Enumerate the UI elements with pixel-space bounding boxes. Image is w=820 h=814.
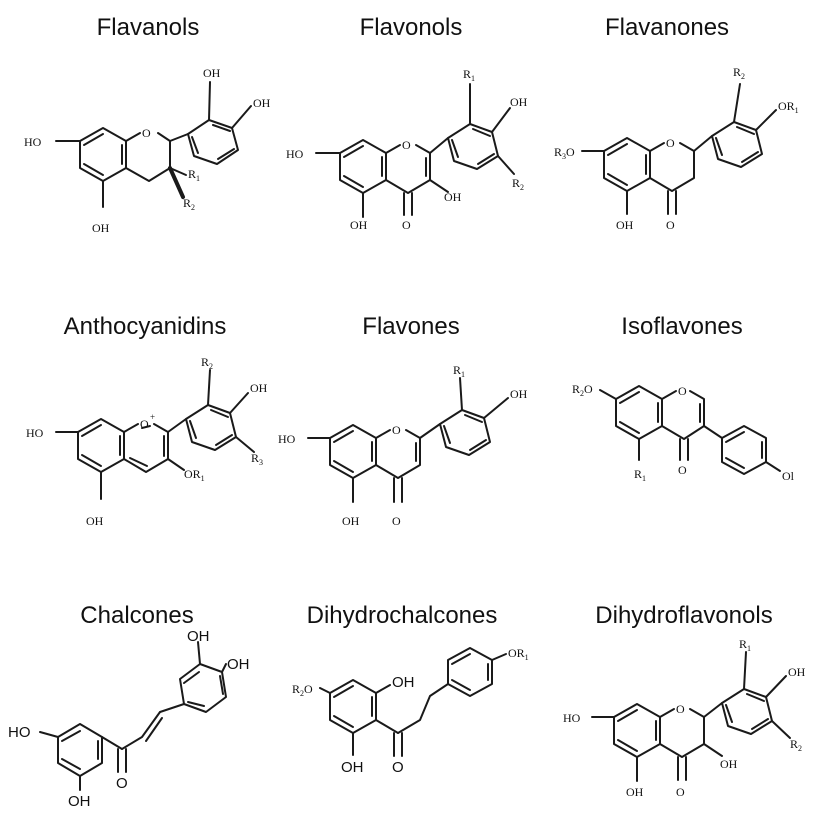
label-r1: R1 bbox=[463, 67, 475, 83]
structure-flavonols: O HO OH O OH R1 OH R2 bbox=[286, 67, 528, 232]
label-carbonyl-o: O bbox=[402, 218, 411, 232]
label-oh-top: OH bbox=[392, 674, 415, 691]
label-oh-bottom: OH bbox=[68, 793, 91, 810]
label-oh-bottom: OH bbox=[616, 218, 634, 232]
label-r1: R1 bbox=[188, 167, 200, 183]
label-oh-right: OH bbox=[788, 665, 806, 679]
label-oh-right: OH bbox=[253, 96, 271, 110]
label-oh-bottom: OH bbox=[350, 218, 368, 232]
structure-flavanones: O R3O OH O R2 OR1 bbox=[554, 65, 799, 232]
label-ho: HO bbox=[24, 135, 42, 149]
label-oh-bottom: OH bbox=[92, 221, 110, 235]
label-ring-oxygen: O bbox=[142, 126, 151, 140]
label-plus: + bbox=[150, 412, 155, 422]
label-or1: OR1 bbox=[184, 467, 205, 483]
label-or1: OR1 bbox=[508, 646, 529, 662]
label-r2: R2 bbox=[512, 176, 524, 192]
label-oh-right: OH bbox=[250, 381, 268, 395]
label-ring-oxygen: O bbox=[666, 136, 675, 150]
label-or1: OR1 bbox=[778, 99, 799, 115]
label-ring-oxygen: O bbox=[676, 702, 685, 716]
label-ring-oxygen: O bbox=[140, 417, 149, 431]
structure-chalcones: HO OH O OH OH bbox=[8, 628, 250, 810]
structure-flavanols: O HO OH OH OH R1 R2 bbox=[24, 66, 271, 235]
title-anthocyanidins: Anthocyanidins bbox=[63, 313, 227, 340]
structure-dihydrochalcones: R2O OH OH O OR1 bbox=[292, 646, 529, 776]
label-r2: R2 bbox=[790, 737, 802, 753]
label-carbonyl-o: O bbox=[392, 514, 401, 528]
label-ring-oxygen: O bbox=[402, 138, 411, 152]
label-ho: HO bbox=[26, 426, 44, 440]
title-dihydrochalcones: Dihydrochalcones bbox=[306, 602, 498, 629]
label-oh-right: OH bbox=[510, 387, 528, 401]
label-oh-top: OH bbox=[187, 628, 210, 645]
label-r2: R2 bbox=[183, 196, 195, 212]
label-carbonyl-o: O bbox=[676, 785, 685, 799]
title-isoflavones: Isoflavones bbox=[621, 313, 743, 340]
label-r3: R3 bbox=[251, 451, 263, 467]
label-ho: HO bbox=[286, 147, 304, 161]
label-r2o: R2O bbox=[572, 382, 593, 398]
title-chalcones: Chalcones bbox=[80, 602, 194, 629]
label-ring-oxygen: O bbox=[392, 423, 401, 437]
label-oh-bottom: OH bbox=[86, 514, 104, 528]
structure-isoflavones: O R2O R1 O Ol bbox=[572, 382, 795, 483]
label-oh-3: OH bbox=[444, 190, 462, 204]
label-oh-bottom: OH bbox=[341, 759, 364, 776]
label-ho: HO bbox=[278, 432, 296, 446]
title-flavanones: Flavanones bbox=[604, 14, 730, 41]
label-carbonyl-o: O bbox=[116, 775, 128, 792]
label-r1: R1 bbox=[634, 467, 646, 483]
label-r1: R1 bbox=[453, 363, 465, 379]
label-oh-bottom: OH bbox=[342, 514, 360, 528]
label-r3o: R3O bbox=[554, 145, 575, 161]
label-oh-top: OH bbox=[203, 66, 221, 80]
structure-dihydroflavonols: O HO OH O OH R1 OH R2 bbox=[563, 637, 806, 799]
label-ho: HO bbox=[563, 711, 581, 725]
label-ol: Ol bbox=[782, 469, 795, 483]
title-flavones: Flavones bbox=[362, 313, 460, 340]
label-oh-3: OH bbox=[720, 757, 738, 771]
title-flavonols: Flavonols bbox=[359, 14, 463, 41]
structure-anthocyanidins: O + HO OH OR1 R2 OH R3 bbox=[26, 355, 268, 528]
label-r1: R1 bbox=[739, 637, 751, 653]
label-oh-bottom: OH bbox=[626, 785, 644, 799]
structure-flavones: O HO OH O R1 OH bbox=[278, 363, 528, 528]
label-ring-oxygen: O bbox=[678, 384, 687, 398]
label-carbonyl-o: O bbox=[392, 759, 404, 776]
label-carbonyl-o: O bbox=[678, 463, 687, 477]
label-carbonyl-o: O bbox=[666, 218, 675, 232]
label-r2: R2 bbox=[733, 65, 745, 81]
label-ho: HO bbox=[8, 724, 31, 741]
title-flavanols: Flavanols bbox=[96, 14, 200, 41]
label-oh-right: OH bbox=[227, 656, 250, 673]
label-oh-right: OH bbox=[510, 95, 528, 109]
label-r2o: R2O bbox=[292, 682, 313, 698]
label-r2: R2 bbox=[201, 355, 213, 371]
title-dihydroflavonols: Dihydroflavonols bbox=[595, 602, 773, 629]
